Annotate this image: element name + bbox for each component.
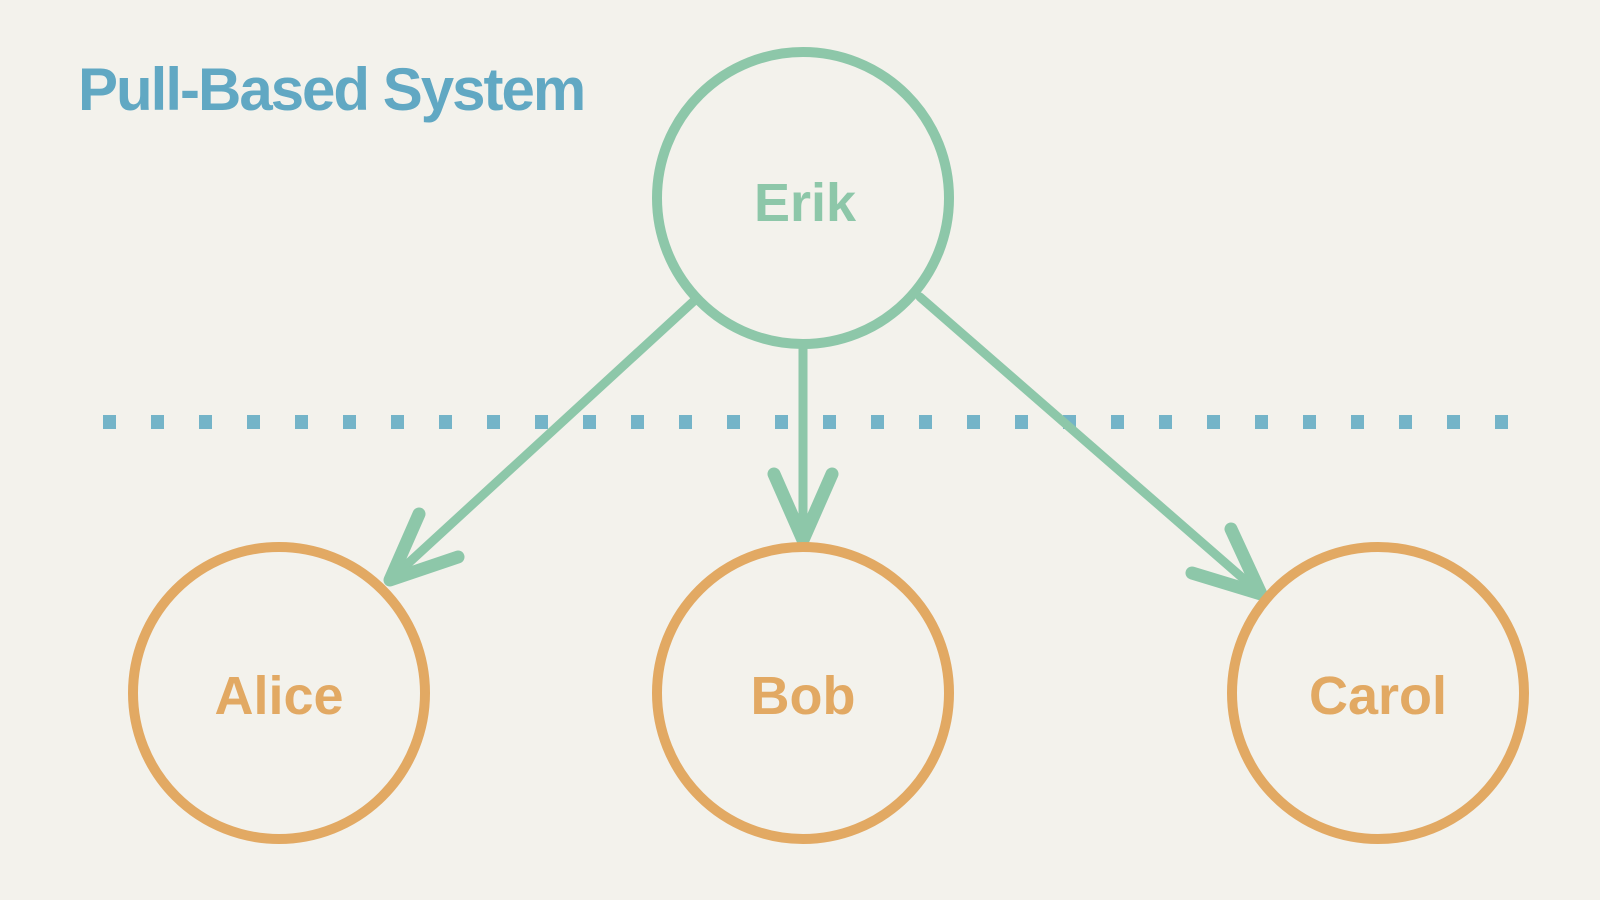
consumer-circle <box>128 542 430 844</box>
edge-shaft <box>915 292 1266 599</box>
producer-label: Erik <box>754 173 857 233</box>
consumer-circle <box>652 542 954 844</box>
edge-erik-to-carol <box>915 292 1268 601</box>
consumer-node-alice: Alice <box>128 542 430 844</box>
consumer-node-carol: Carol <box>1227 542 1529 844</box>
consumer-label: Alice <box>214 666 343 726</box>
arrowhead-icon <box>1185 522 1268 601</box>
edge-erik-to-alice <box>383 295 700 587</box>
consumer-label: Bob <box>751 666 856 726</box>
consumer-node-bob: Bob <box>652 542 954 844</box>
producer-circle <box>652 47 954 349</box>
edge-shaft <box>385 295 700 585</box>
arrowhead-icon <box>767 467 839 547</box>
arrowhead-icon <box>383 507 465 587</box>
producer-node: Erik <box>652 47 954 349</box>
consumer-label: Carol <box>1309 666 1447 726</box>
edge-erik-to-bob <box>767 344 839 547</box>
consumer-circle <box>1227 542 1529 844</box>
diagram-title: Pull-Based System <box>78 56 584 123</box>
